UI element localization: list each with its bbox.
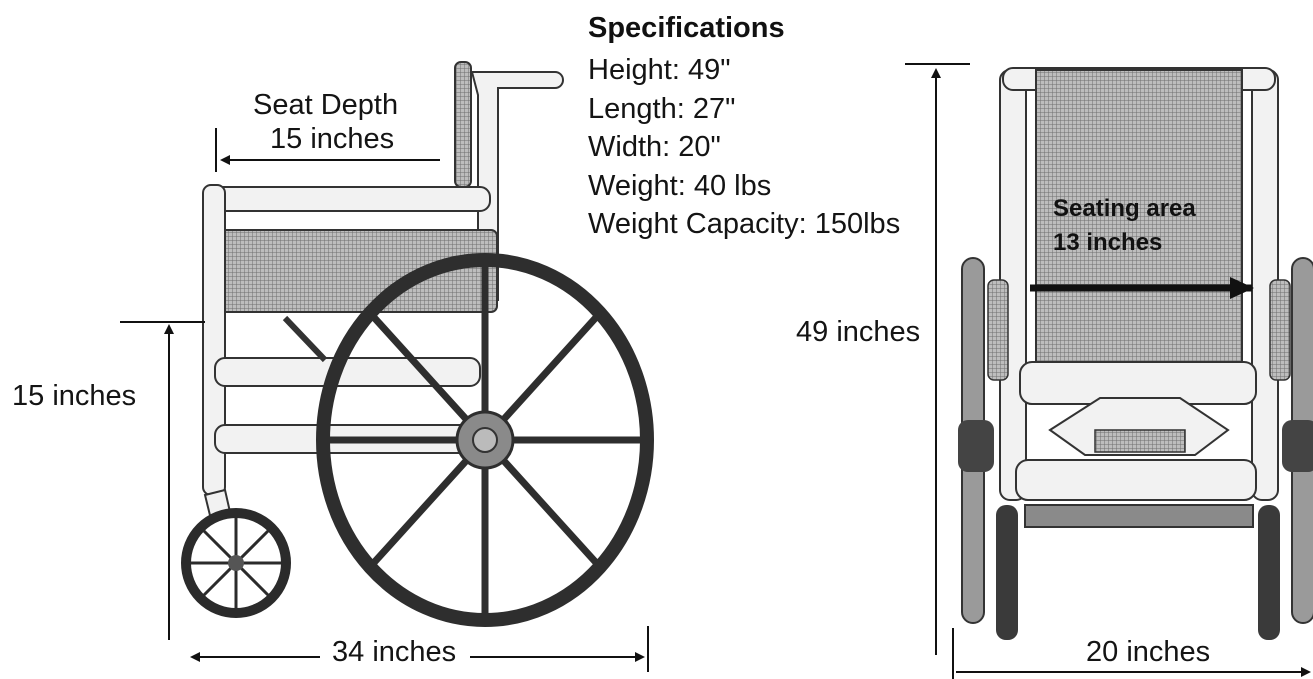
armrest [204,186,491,212]
spec-height: Height: 49" [588,54,731,86]
specifications-title: Specifications [588,12,785,44]
rear-wheel [316,253,654,627]
left-caster [996,505,1018,640]
spec-length: Length: 27" [588,92,736,125]
seat-height-label: 15 inches [12,380,137,412]
seating-area-label: Seating area 13 inches [1053,192,1196,260]
seat-depth-value: 15 inches [270,123,395,155]
front-height-label: 49 inches [796,316,921,348]
right-caster [1258,505,1280,640]
spec-width: Width: 20" [588,131,721,163]
front-dimensions [905,63,1311,679]
seating-area-value: 13 inches [1053,229,1163,256]
spec-weight: Weight: 40 lbs [588,169,772,202]
front-view-wheelchair [958,67,1313,640]
seating-area-title: Seating area [1053,195,1196,222]
seat-cushion [204,229,498,313]
specifications-list: Height: 49" Length: 27" Width: 20" Weigh… [588,51,900,244]
front-width-label: 20 inches [1086,636,1211,668]
side-view-wheelchair [181,61,654,627]
backrest [454,61,472,188]
spec-weight-capacity: Weight Capacity: 150lbs [588,208,901,240]
overall-length-label: 34 inches [332,636,457,668]
caster-wheel [181,508,291,618]
side-dimensions [120,128,649,672]
frame-bar-upper [214,357,481,387]
front-backrest [1035,69,1243,363]
seat-depth-label: Seat Depth [253,89,399,121]
